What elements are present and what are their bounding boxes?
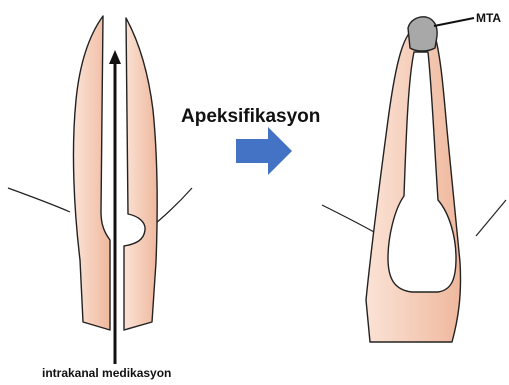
- treated-tooth: MTA: [322, 11, 506, 342]
- left-gum-line-left: [8, 188, 70, 212]
- right-block-arrow-icon: [236, 127, 292, 175]
- up-arrow-icon: [109, 50, 121, 64]
- immature-tooth: [8, 16, 192, 364]
- mta-leader-line: [434, 18, 474, 26]
- right-root-half: [124, 18, 157, 330]
- mta-apical-plug: [408, 17, 437, 51]
- right-gum-line-right: [476, 200, 506, 236]
- right-gum-line-left: [322, 205, 374, 232]
- process-label: Apeksifikasyon: [181, 106, 320, 127]
- left-root-half: [73, 16, 110, 330]
- medication-label: intrakanal medikasyon: [42, 366, 171, 380]
- mta-label: MTA: [476, 11, 501, 25]
